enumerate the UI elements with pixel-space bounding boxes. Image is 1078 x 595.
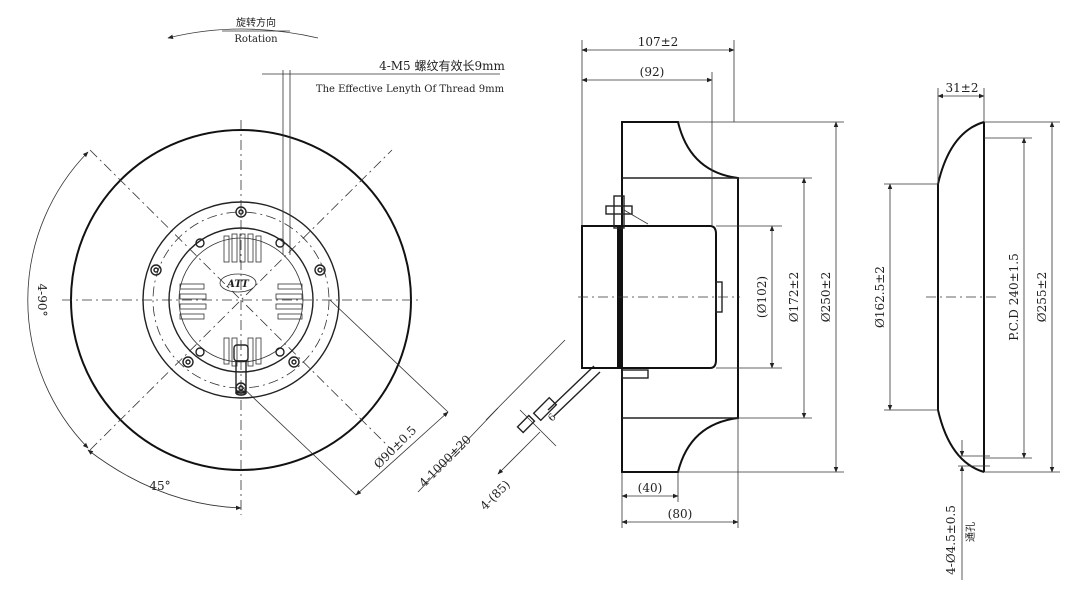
diagonal-centerline-a <box>89 149 393 451</box>
cable-ferrule <box>532 396 558 422</box>
hole-label: 4-Ø4.5±0.5 <box>944 505 958 575</box>
d250-label: Ø250±2 <box>819 272 833 322</box>
angle-90-label: 4-90° <box>35 284 49 317</box>
d107-label: 107±2 <box>638 35 679 49</box>
d172-label: Ø172±2 <box>787 272 801 322</box>
diagonal-centerline-b <box>89 149 393 451</box>
d90-extension-b <box>239 384 357 496</box>
rotation-cn-label: 旋转方向 <box>236 16 276 29</box>
d90-label: Ø90±0.5 <box>371 423 419 471</box>
cable-length-label: 4-1000±20 <box>416 432 474 490</box>
cable-dimension-line <box>417 407 499 493</box>
cable-extension-b <box>519 409 557 447</box>
cable-sheath-b <box>553 371 601 417</box>
d31-label: 31±2 <box>946 81 979 95</box>
hole-note-label: 通孔 <box>965 522 977 542</box>
motor-body <box>617 225 717 369</box>
inlet-ring-view: 31±2 Ø162.5±2 P.C.D 240±1.5 Ø255±2 4-Ø4.… <box>873 81 1060 580</box>
front-view: 旋转方向 Rotation <box>27 16 506 515</box>
cable-tip <box>516 414 536 434</box>
pcd-label: P.C.D 240±1.5 <box>1007 253 1021 341</box>
d255-label: Ø255±2 <box>1035 272 1049 322</box>
angle-90-arc <box>27 151 89 449</box>
d90-extension-a <box>329 299 449 413</box>
cable-sheath-a <box>547 365 595 411</box>
d85-label: 4-(85) <box>477 477 513 513</box>
d90-dimension-line <box>355 411 449 496</box>
logo-text: ATT <box>226 279 250 290</box>
d162-label: Ø162.5±2 <box>873 266 887 328</box>
rotation-arrow <box>167 28 319 39</box>
rotation-en-label: Rotation <box>234 34 278 45</box>
inlet-ring-profile <box>937 121 985 473</box>
thread-en-label: The Effective Lenyth Of Thread 9mm <box>316 84 505 95</box>
side-view: 107±2 (92) (40) (80) (Ø102) Ø172±2 Ø250±… <box>578 35 844 528</box>
thread-cn-label: 4-M5 螺纹有效长9mm <box>379 58 505 73</box>
side-bolts <box>605 195 649 379</box>
d40-label: (40) <box>638 481 663 495</box>
brand-logo: ATT <box>219 273 257 293</box>
angle-45-label: 45° <box>149 479 170 493</box>
d85-dimension-line <box>497 431 541 475</box>
angle-45-arc <box>87 449 242 511</box>
d80-label: (80) <box>668 507 693 521</box>
d102-label: (Ø102) <box>755 276 769 318</box>
cable-extension-a <box>485 339 566 421</box>
d92-label: (92) <box>640 65 665 79</box>
